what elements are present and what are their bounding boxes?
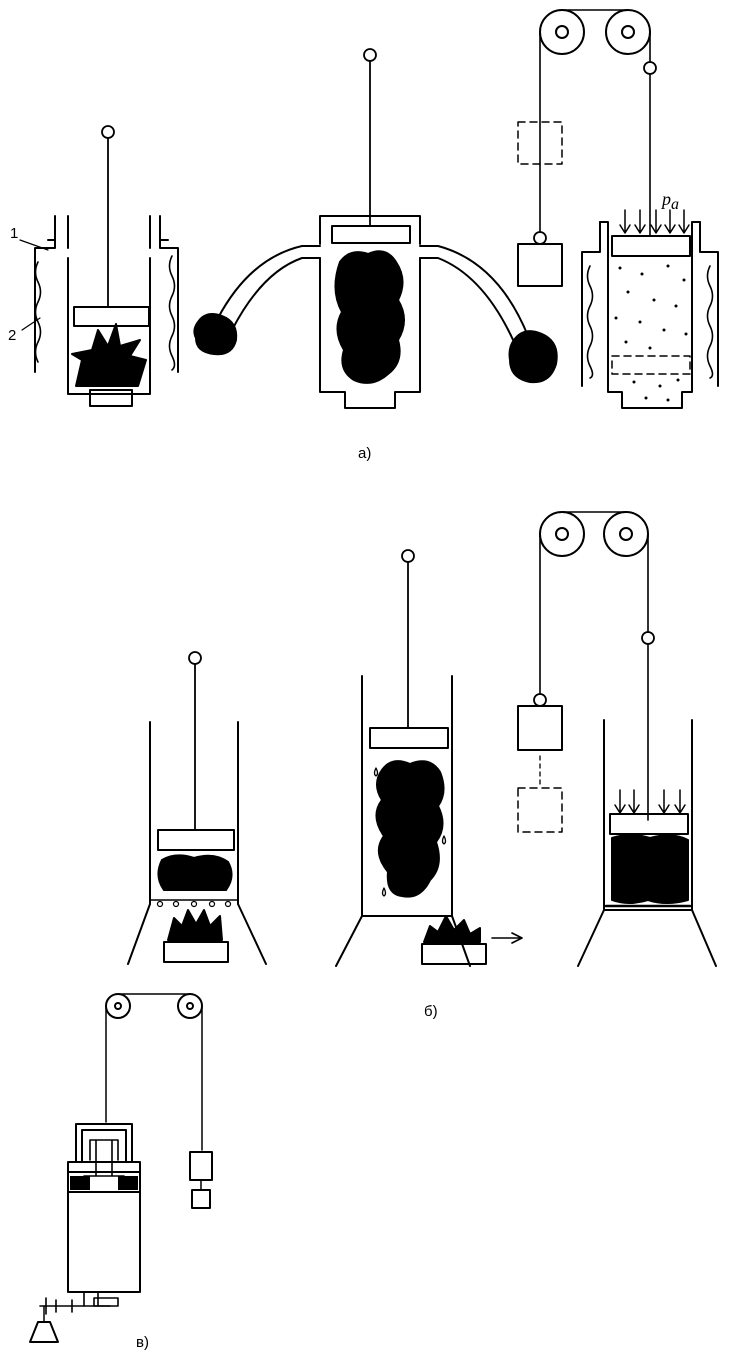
c-pulley-right-hub bbox=[186, 1002, 194, 1010]
a3-pressure-arrows bbox=[619, 209, 690, 234]
row-c: в) bbox=[29, 993, 213, 1351]
a3-pulley-left bbox=[539, 9, 585, 55]
a3-weight bbox=[517, 243, 563, 287]
b2-rod-knob bbox=[401, 549, 415, 563]
a3-jacket-wavy-right bbox=[706, 265, 714, 379]
b3-weight-ghost bbox=[517, 787, 563, 833]
a3-weight-knob bbox=[533, 231, 547, 245]
a3-rope-knob bbox=[643, 61, 657, 75]
c-pulley-right bbox=[177, 993, 203, 1019]
a1-flame bbox=[71, 323, 147, 387]
b3-pulley-right bbox=[603, 511, 649, 557]
b2-piston bbox=[369, 727, 449, 749]
a1-burner bbox=[89, 389, 133, 407]
a1-label-2-leader bbox=[21, 317, 41, 331]
pressure-label: pa bbox=[660, 189, 679, 213]
a3-pulley-right-hub bbox=[621, 25, 635, 39]
b3-pressure-arrows bbox=[614, 789, 686, 814]
a1-jacket-wavy-left bbox=[34, 261, 42, 363]
a3-pulley-right bbox=[605, 9, 651, 55]
b3-piston bbox=[609, 813, 689, 835]
b3-pulley-cylinder bbox=[517, 511, 717, 967]
caption-b: б) bbox=[424, 1003, 438, 1020]
a3-pulley-left-hub bbox=[555, 25, 569, 39]
b3-pulley-right-hub bbox=[619, 527, 633, 541]
a3-jacket bbox=[581, 221, 719, 387]
a1-heated-cylinder: 1 2 bbox=[8, 125, 179, 407]
b1-piston bbox=[157, 829, 235, 851]
b1-flame bbox=[167, 909, 223, 941]
a1-label-1-leader bbox=[19, 239, 49, 251]
a2-cylinder bbox=[319, 215, 421, 409]
b3-weight-knob bbox=[533, 693, 547, 707]
a2-gas-blob bbox=[334, 250, 405, 384]
c-pan-weight bbox=[29, 1321, 59, 1343]
row-a: 1 2 bbox=[8, 9, 719, 462]
a2-blob-left bbox=[193, 313, 238, 356]
a1-rod-knob bbox=[101, 125, 115, 139]
b2-gas-blob bbox=[375, 760, 445, 898]
a3-weight-ghost bbox=[517, 121, 563, 165]
b2-cooling-cylinder bbox=[335, 549, 523, 967]
a3-pulley-cylinder: pa bbox=[517, 9, 719, 409]
b1-cylinder bbox=[149, 721, 239, 905]
b3-stand bbox=[577, 909, 717, 967]
b3-rope-knob bbox=[641, 631, 655, 645]
caption-v: в) bbox=[136, 1334, 149, 1351]
b2-droplets bbox=[373, 767, 447, 897]
a2-blob-right bbox=[508, 330, 558, 384]
a1-piston bbox=[73, 306, 150, 327]
a3-piston-ghost bbox=[611, 355, 691, 375]
b3-pulley-left-hub bbox=[555, 527, 569, 541]
a2-rod-knob bbox=[363, 48, 377, 62]
c-weight-top bbox=[189, 1151, 213, 1181]
b2-arrow bbox=[491, 932, 523, 944]
row-b: б) bbox=[127, 511, 717, 1020]
c-valve bbox=[83, 1139, 125, 1177]
b3-pulley-left bbox=[539, 511, 585, 557]
c-seal-left bbox=[70, 1176, 90, 1190]
b1-gas-blob bbox=[157, 854, 233, 891]
b1-rod-knob bbox=[188, 651, 202, 665]
b1-stand bbox=[127, 903, 267, 965]
c-lever bbox=[39, 1297, 111, 1315]
b2-burner bbox=[421, 943, 487, 965]
a3-cylinder bbox=[599, 221, 701, 409]
a2-hose-left bbox=[217, 245, 321, 331]
c-weight-bottom bbox=[191, 1189, 211, 1209]
b1-burner bbox=[163, 941, 229, 963]
label-2: 2 bbox=[8, 327, 16, 344]
b1-heated-cylinder bbox=[127, 651, 267, 965]
b3-weight bbox=[517, 705, 563, 751]
b3-gas-blob bbox=[611, 834, 689, 904]
a1-jacket bbox=[34, 215, 179, 373]
a3-piston bbox=[611, 235, 691, 257]
caption-a: а) bbox=[358, 445, 371, 462]
a2-piston bbox=[331, 225, 411, 244]
b3-cylinder bbox=[603, 719, 693, 911]
c-bottom-fitting bbox=[83, 1291, 119, 1307]
c-cylinder bbox=[67, 1161, 141, 1293]
c-seal-right bbox=[118, 1176, 138, 1190]
c-rope bbox=[105, 993, 203, 1151]
b3-rope bbox=[539, 511, 649, 821]
b1-grate-dots bbox=[156, 900, 232, 908]
c-apparatus bbox=[29, 993, 213, 1343]
a3-jacket-wavy-left bbox=[586, 265, 594, 379]
a2-hose-right bbox=[419, 245, 529, 343]
a2-expansion-cylinder bbox=[193, 48, 558, 409]
c-yoke bbox=[75, 1123, 133, 1163]
c-pulley-left bbox=[105, 993, 131, 1019]
c-pulley-left-hub bbox=[114, 1002, 122, 1010]
a3-rope bbox=[539, 9, 651, 237]
b2-flame bbox=[423, 915, 481, 943]
a3-vapour-dots bbox=[614, 264, 688, 402]
a1-jacket-wavy-right bbox=[168, 255, 176, 371]
label-1: 1 bbox=[10, 225, 18, 242]
b2-cylinder bbox=[361, 675, 453, 917]
